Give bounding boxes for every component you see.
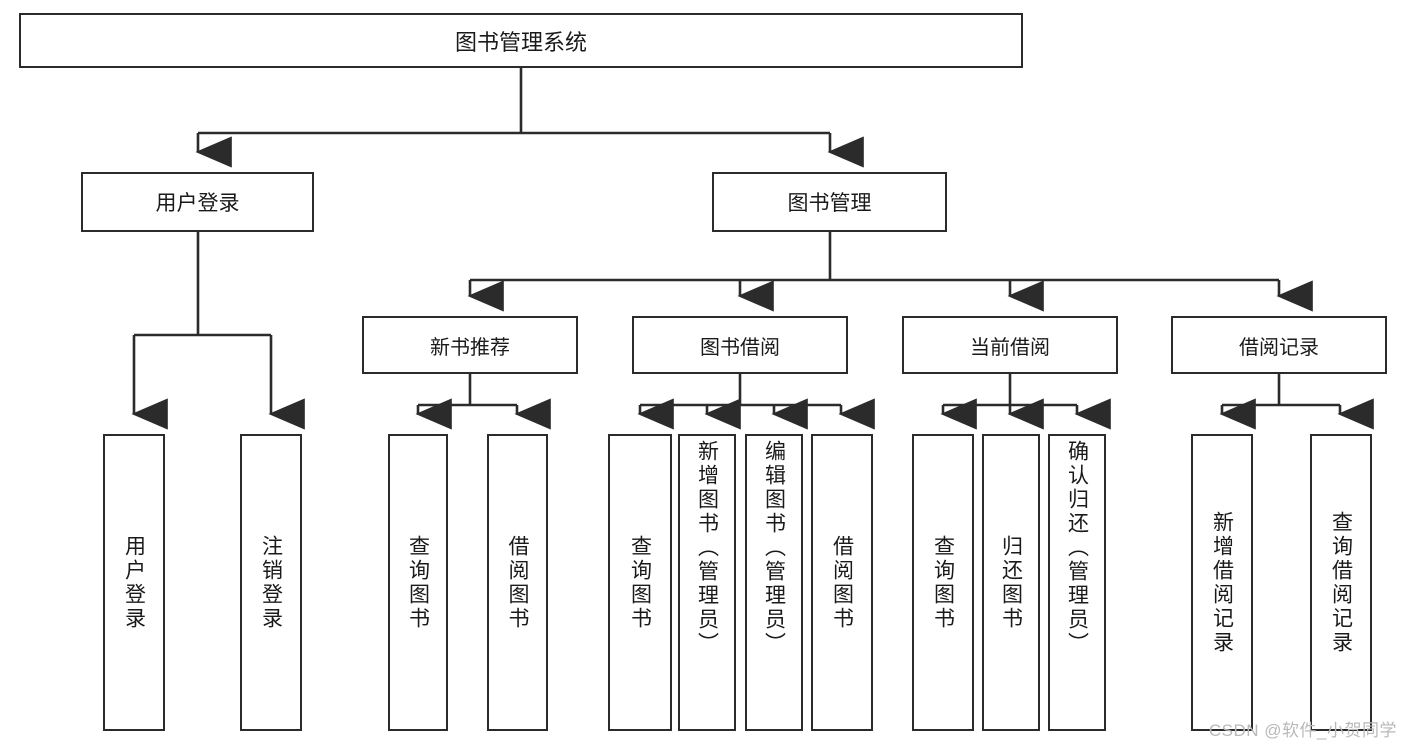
node-book-management-label: 图书管理: [787, 192, 872, 215]
leaf-confirm-return-admin-label: 确认归还（管理员）: [1065, 440, 1089, 656]
node-current-borrow[interactable]: 当前借阅: [902, 316, 1118, 374]
leaf-borrow-book[interactable]: 借阅图书: [811, 434, 873, 731]
leaf-query-book-recommend[interactable]: 查询图书: [388, 434, 448, 731]
leaf-add-borrow-record-label: 新增借阅记录: [1210, 510, 1234, 655]
node-borrow-record[interactable]: 借阅记录: [1171, 316, 1387, 374]
leaf-confirm-return-admin[interactable]: 确认归还（管理员）: [1048, 434, 1106, 731]
leaf-query-book-current-label: 查询图书: [931, 534, 955, 631]
node-new-book-recommend-label: 新书推荐: [430, 336, 510, 359]
leaf-add-borrow-record[interactable]: 新增借阅记录: [1191, 434, 1253, 731]
leaf-query-book-current[interactable]: 查询图书: [912, 434, 974, 731]
node-book-borrow[interactable]: 图书借阅: [632, 316, 848, 374]
node-root-label: 图书管理系统: [454, 29, 587, 55]
leaf-query-book-borrow-label: 查询图书: [628, 534, 652, 631]
node-user-login[interactable]: 用户登录: [81, 172, 314, 232]
node-borrow-record-label: 借阅记录: [1239, 336, 1319, 359]
node-new-book-recommend[interactable]: 新书推荐: [362, 316, 578, 374]
node-current-borrow-label: 当前借阅: [970, 336, 1050, 359]
leaf-user-login-label: 用户登录: [122, 534, 146, 631]
leaf-add-book-admin-label: 新增图书（管理员）: [695, 440, 719, 656]
leaf-query-book-borrow[interactable]: 查询图书: [608, 434, 672, 731]
leaf-borrow-book-recommend[interactable]: 借阅图书: [487, 434, 548, 731]
leaf-query-borrow-record-label: 查询借阅记录: [1329, 510, 1353, 655]
leaf-borrow-book-recommend-label: 借阅图书: [506, 534, 529, 631]
watermark: CSDN @软件_小贺同学: [1208, 721, 1397, 740]
node-root[interactable]: 图书管理系统: [19, 13, 1023, 68]
leaf-query-borrow-record[interactable]: 查询借阅记录: [1310, 434, 1372, 731]
leaf-edit-book-admin[interactable]: 编辑图书（管理员）: [745, 434, 803, 731]
leaf-return-book[interactable]: 归还图书: [982, 434, 1040, 731]
leaf-edit-book-admin-label: 编辑图书（管理员）: [762, 440, 786, 656]
leaf-query-book-recommend-label: 查询图书: [406, 534, 430, 631]
leaf-logout[interactable]: 注销登录: [240, 434, 302, 731]
node-book-borrow-label: 图书借阅: [700, 336, 780, 359]
leaf-user-login[interactable]: 用户登录: [103, 434, 165, 731]
leaf-add-book-admin[interactable]: 新增图书（管理员）: [678, 434, 736, 731]
node-user-login-label: 用户登录: [155, 192, 240, 215]
leaf-borrow-book-label: 借阅图书: [830, 534, 854, 631]
leaf-logout-label: 注销登录: [259, 534, 283, 631]
leaf-return-book-label: 归还图书: [999, 534, 1023, 631]
node-book-management[interactable]: 图书管理: [712, 172, 947, 232]
